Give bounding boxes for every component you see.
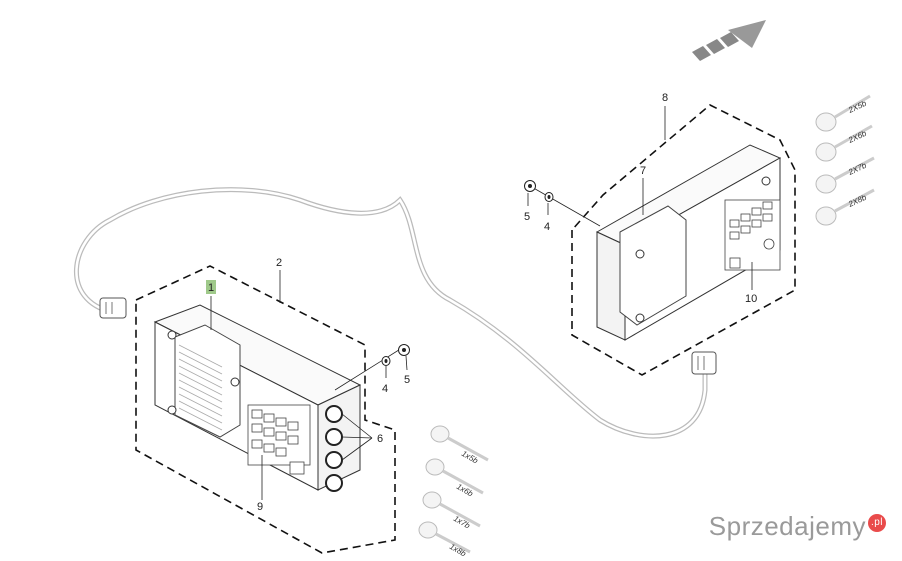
svg-text:1x7b: 1x7b (452, 514, 472, 531)
svg-text:1x5b: 1x5b (460, 449, 480, 466)
callout-1: 1 (208, 282, 214, 294)
watermark-badge: .pl (868, 514, 886, 533)
watermark: Sprzedajemy.pl (709, 511, 886, 542)
callout-9: 9 (257, 501, 263, 513)
external-connectors-left: 1x5b 1x6b 1x7b 1x8b (418, 425, 489, 559)
svg-text:2X5b: 2X5b (846, 99, 868, 116)
cable-plug-right (691, 351, 717, 375)
external-connectors-right: 2X5b 2X6b 2X7b 2X8b (815, 94, 875, 226)
terminal-block-left (247, 404, 311, 475)
control-unit-left (153, 304, 362, 492)
svg-text:1x6b: 1x6b (455, 482, 475, 499)
connector-2x7b: 2X7b (815, 156, 875, 194)
callout-4-right: 4 (544, 221, 550, 233)
callout-8: 8 (662, 92, 668, 104)
svg-text:2X6b: 2X6b (846, 129, 868, 146)
watermark-text: Sprzedajemy (708, 511, 866, 541)
washer-left (381, 356, 391, 366)
connector-2x8b: 2X8b (815, 188, 875, 226)
svg-text:2X7b: 2X7b (846, 161, 868, 178)
direction-arrow-icon (692, 20, 766, 61)
nut-right (524, 180, 536, 192)
round-connectors (325, 405, 343, 492)
terminal-block-right (724, 199, 781, 271)
callout-5-right: 5 (524, 211, 530, 223)
heat-sink (167, 324, 241, 438)
callout-7: 7 (640, 165, 646, 177)
svg-text:1x8b: 1x8b (448, 542, 468, 556)
cable-plug-left (99, 297, 127, 319)
nut-left (398, 344, 410, 356)
connector-1x7b: 1x7b (422, 491, 481, 531)
callout-5-left: 5 (404, 374, 410, 386)
callout-4-left: 4 (382, 383, 388, 395)
callout-10: 10 (745, 293, 757, 305)
callout-2: 2 (276, 257, 282, 269)
assembly-boundary-right (571, 104, 796, 376)
control-unit-right (595, 144, 782, 341)
washer-right (544, 192, 554, 202)
callout-6: 6 (377, 433, 383, 445)
svg-text:2X8b: 2X8b (846, 193, 868, 210)
connector-2x5b: 2X5b (815, 94, 871, 132)
callout-1-highlight (206, 280, 216, 294)
